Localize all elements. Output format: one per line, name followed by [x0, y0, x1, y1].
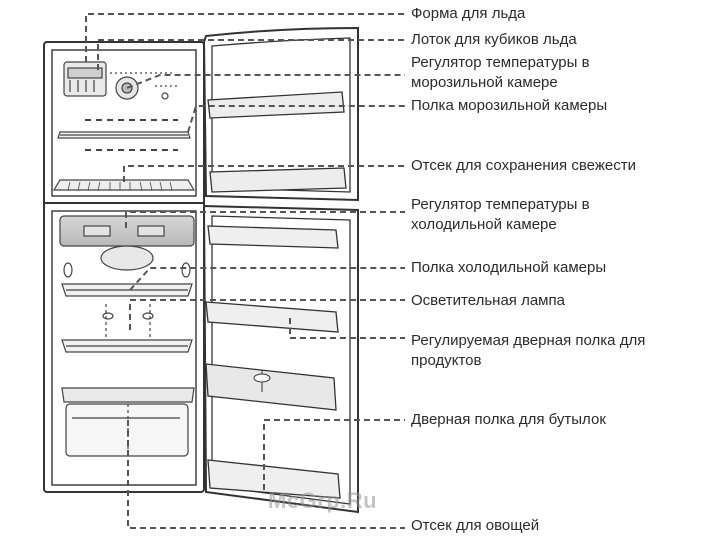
leader-lamp	[129, 299, 405, 330]
leader-bottle-shelf	[263, 419, 405, 490]
fridge-door	[202, 204, 359, 514]
label-freezer-shelf: Полка морозильной камеры	[411, 97, 608, 114]
label-fridge-shelf: Полка холодильной камеры	[411, 259, 607, 276]
leader-freshness	[123, 165, 405, 182]
label-ice-mold: Форма для льда	[411, 5, 526, 22]
label-fridge-temp-control: Регулятор температуры в холодильной каме…	[411, 196, 590, 233]
freezer-door	[202, 26, 359, 202]
label-freshness-compartment: Отсек для сохранения свежести	[411, 157, 636, 174]
leader-fridge-temp	[125, 211, 405, 228]
leader-adjustable-shelf	[289, 318, 405, 339]
label-bottle-door-shelf: Дверная полка для бутылок	[411, 411, 606, 428]
watermark: McGrp.Ru	[268, 488, 378, 513]
leader-freezer-temp	[126, 74, 405, 89]
leader-ice-cube-tray	[97, 39, 405, 70]
fridge-interior	[59, 215, 195, 457]
freezer-interior	[52, 61, 196, 191]
label-vegetable-drawer: Отсек для овощей	[411, 517, 540, 534]
leader-ice-mold	[85, 13, 405, 62]
label-freezer-temp-control: Регулятор температуры в морозильной каме…	[411, 54, 590, 91]
leader-vegetable-drawer	[127, 420, 405, 529]
label-light-lamp: Осветительная лампа	[411, 292, 565, 309]
label-ice-cube-tray: Лоток для кубиков льда	[411, 31, 577, 48]
label-adjustable-door-shelf: Регулируемая дверная полка для продуктов	[411, 332, 646, 369]
